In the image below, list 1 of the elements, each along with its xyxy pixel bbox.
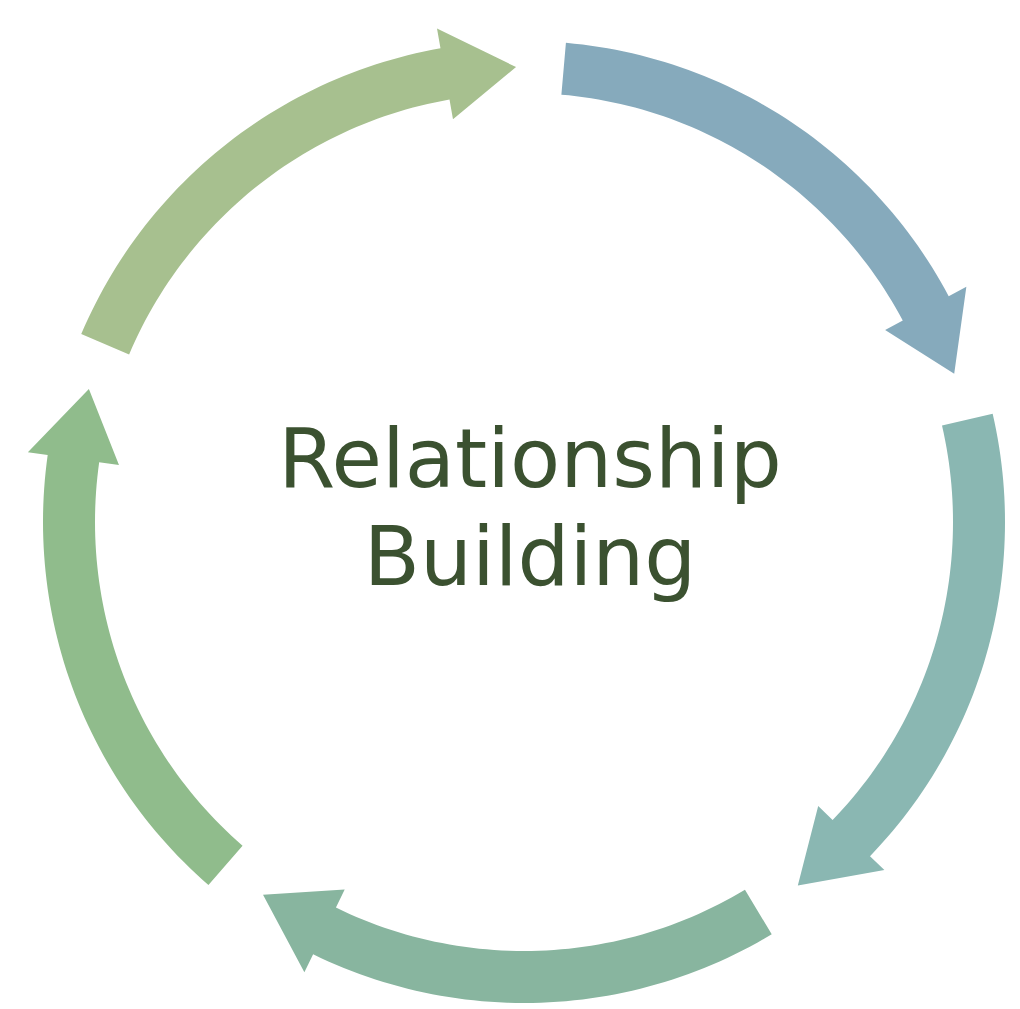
center-text: Relationship Building: [277, 410, 783, 607]
